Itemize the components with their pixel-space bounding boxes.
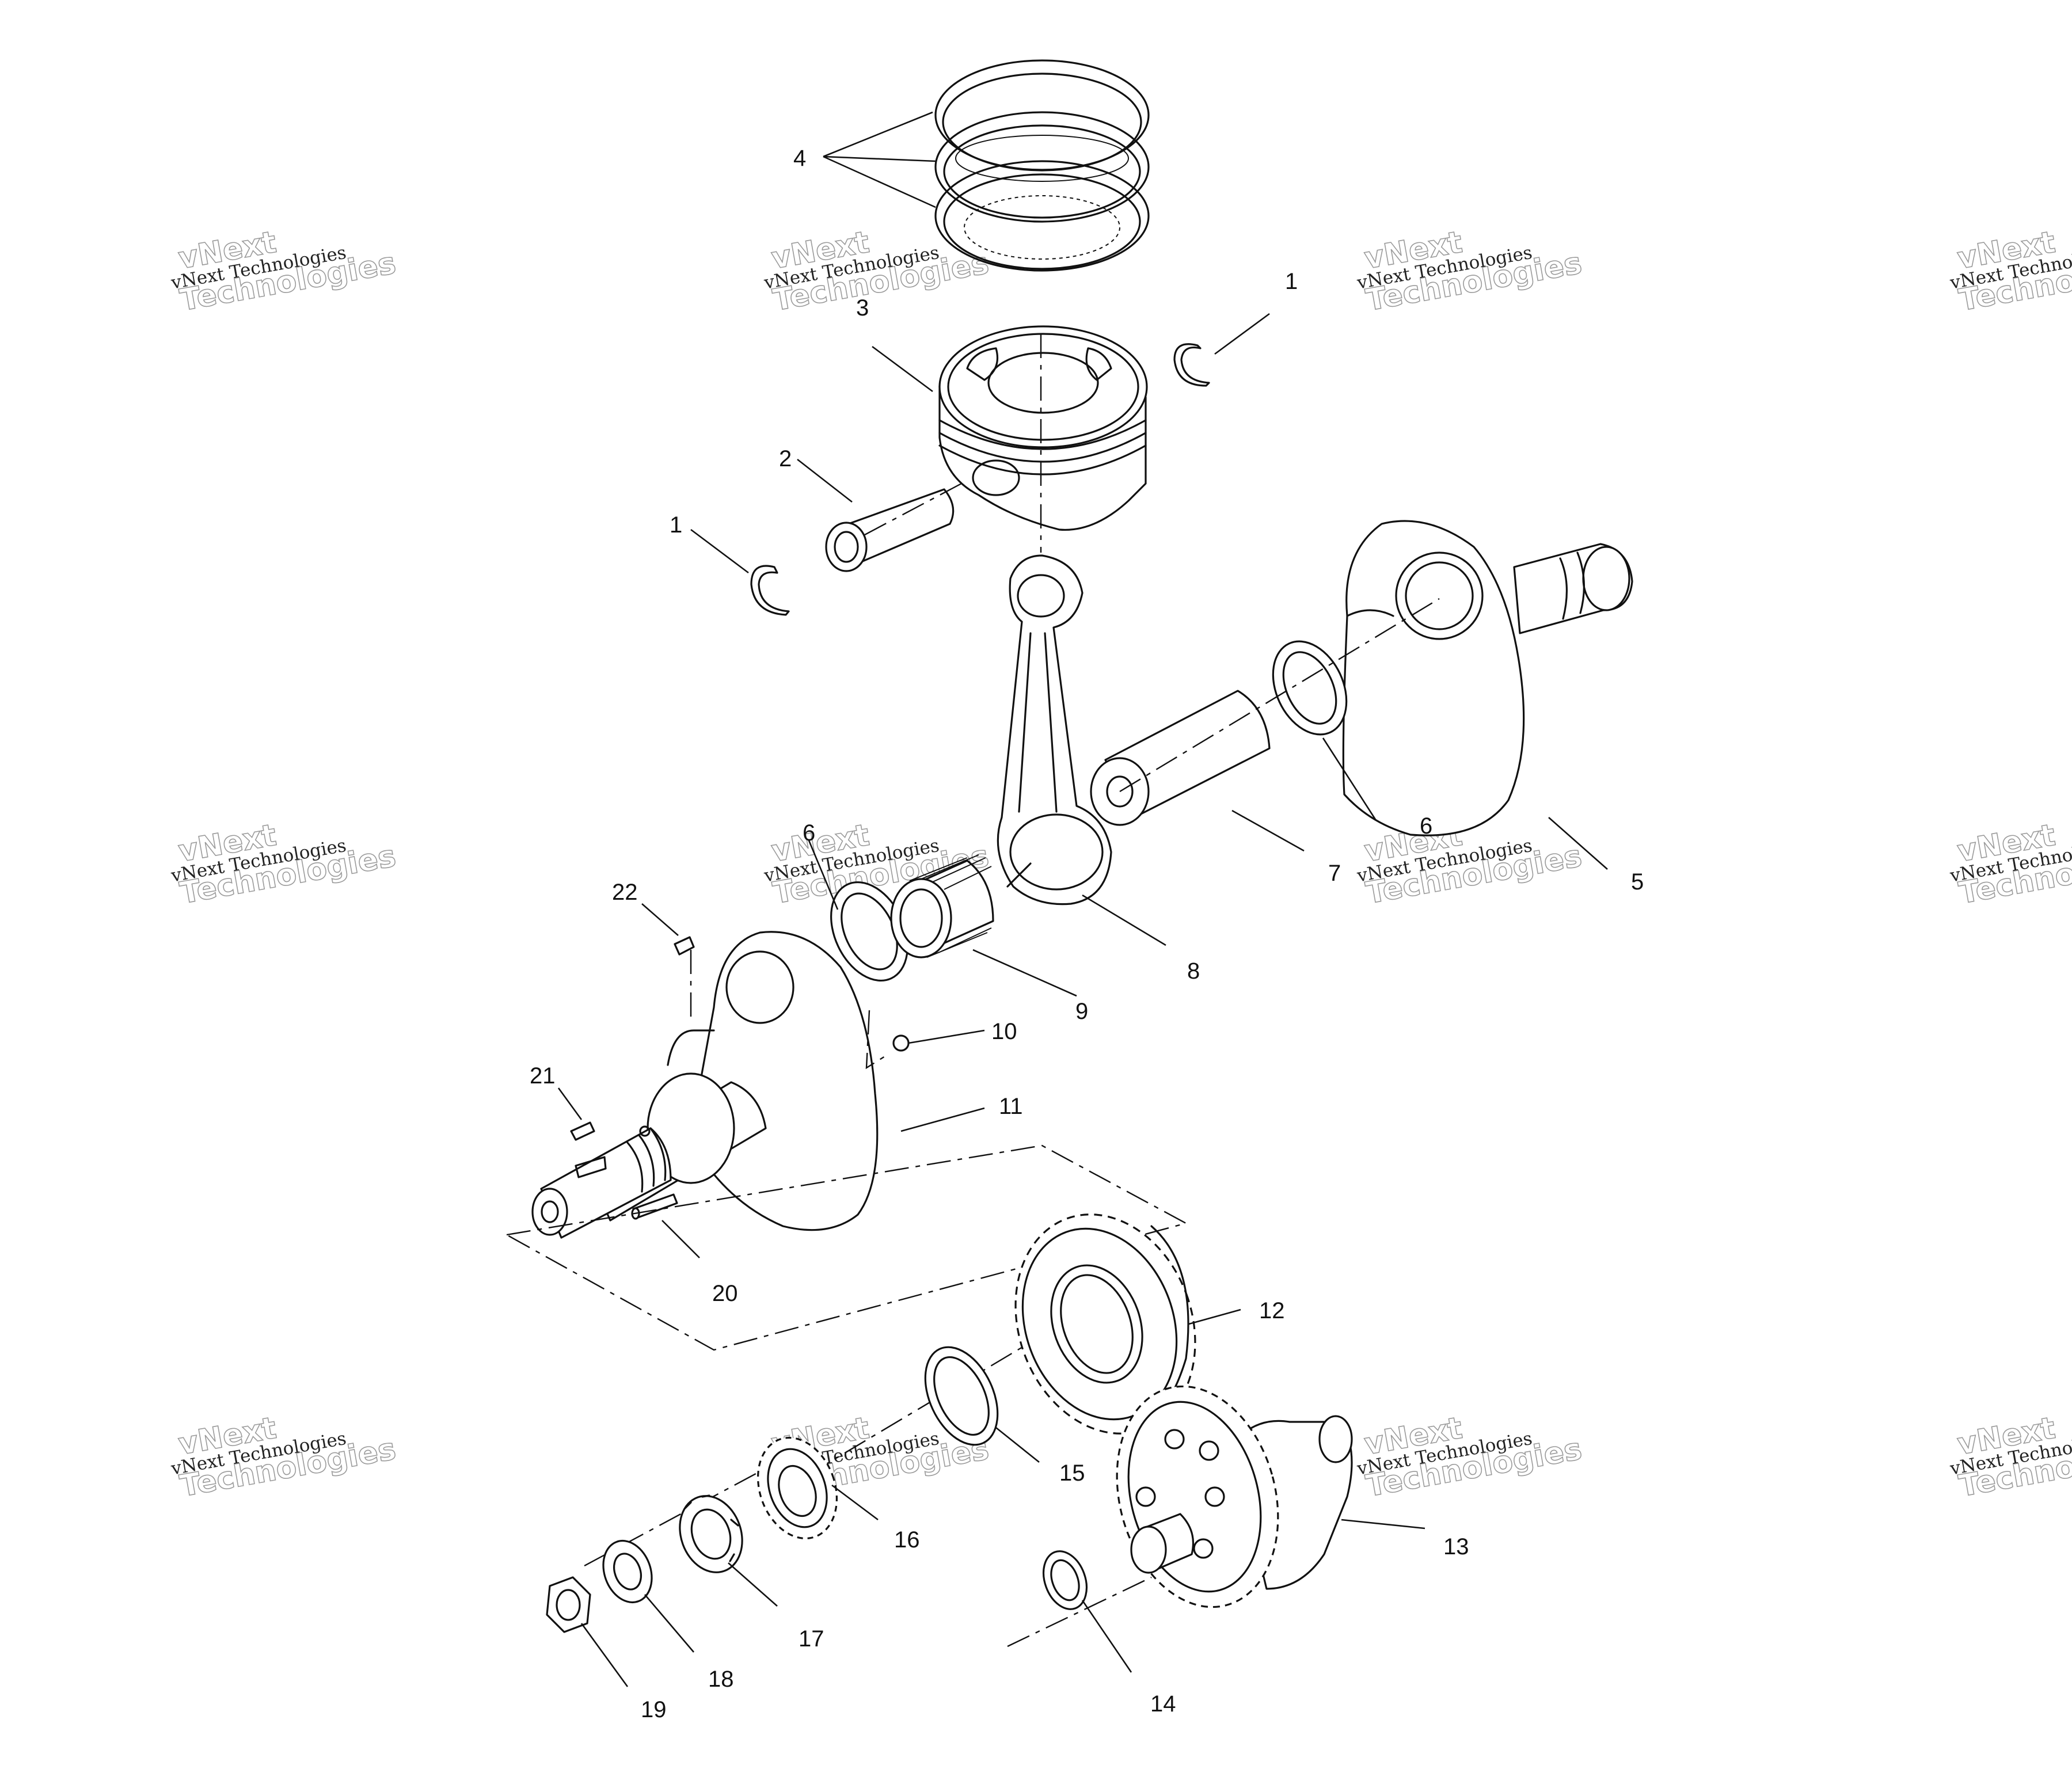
- callout-20: 20: [712, 1281, 738, 1306]
- callout-2: 2: [779, 446, 792, 471]
- leader-lines: [557, 111, 1608, 1687]
- thrust-washer-right: [1272, 640, 1348, 736]
- piston-pin: [825, 488, 955, 572]
- connecting-rod: [997, 554, 1112, 906]
- drive-gear: [1014, 1213, 1196, 1435]
- callout-6-left: 6: [803, 820, 815, 846]
- callout-16: 16: [894, 1527, 920, 1553]
- callout-22: 22: [612, 880, 638, 905]
- callout-4: 4: [793, 146, 806, 171]
- watermark: vNext Technologies vNext Technologies: [1355, 1410, 1585, 1504]
- watermark: vNext Technologies vNext Technologies: [1948, 817, 2072, 911]
- crank-half-left: [531, 931, 879, 1239]
- callout-1-lower: 1: [670, 512, 682, 538]
- callout-15: 15: [1059, 1460, 1085, 1486]
- watermark: vNext Technologies vNext Technologies: [1948, 225, 2072, 318]
- callout-17: 17: [799, 1626, 824, 1652]
- callout-18: 18: [708, 1667, 734, 1692]
- key-21: [570, 1121, 595, 1141]
- watermark: vNext Technologies vNext Technologies: [169, 817, 399, 911]
- callout-7: 7: [1328, 861, 1341, 886]
- washer-18: [602, 1539, 653, 1604]
- balancer-shaft: [1116, 1385, 1353, 1608]
- small-gear: [757, 1436, 838, 1540]
- watermark: vNext Technologies vNext Technologies: [1355, 225, 1585, 318]
- piston: [938, 325, 1148, 531]
- watermark: vNext Technologies vNext Technologies: [169, 1410, 399, 1504]
- callout-10: 10: [991, 1019, 1017, 1044]
- crank-half-right: [1342, 520, 1633, 836]
- callout-12: 12: [1259, 1298, 1285, 1323]
- circlip-lower: [750, 565, 790, 616]
- callout-19: 19: [641, 1697, 667, 1722]
- circlip-upper: [1173, 343, 1210, 387]
- castle-nut: [679, 1494, 743, 1573]
- callout-5: 5: [1631, 869, 1644, 895]
- piston-rings: [934, 59, 1150, 272]
- watermark: vNext Technologies vNext Technologies: [169, 225, 399, 318]
- callout-13: 13: [1443, 1534, 1469, 1559]
- watermark: vNext Technologies vNext Technologies: [1948, 1410, 2072, 1504]
- callout-8: 8: [1187, 958, 1200, 984]
- callout-labels: 4 1 3 2 1 6 6 7 5 8 9 10 11 21 22 20 12 …: [530, 146, 1644, 1722]
- callout-6-right: 6: [1420, 813, 1432, 839]
- washer-14: [1043, 1550, 1088, 1610]
- callout-9: 9: [1075, 999, 1088, 1024]
- washer-15: [924, 1346, 999, 1446]
- woodruff-key-22: [674, 936, 695, 956]
- callout-3: 3: [856, 295, 869, 321]
- callout-11: 11: [999, 1094, 1023, 1119]
- callout-21: 21: [530, 1063, 556, 1089]
- callout-14: 14: [1150, 1691, 1176, 1717]
- hex-nut: [546, 1576, 591, 1633]
- needle-bearing: [890, 854, 994, 958]
- oil-ball: [892, 1034, 910, 1052]
- watermark: vNext Technologies vNext Technologies: [762, 225, 992, 318]
- crank-pin: [1090, 690, 1271, 826]
- callout-1-upper: 1: [1285, 269, 1298, 294]
